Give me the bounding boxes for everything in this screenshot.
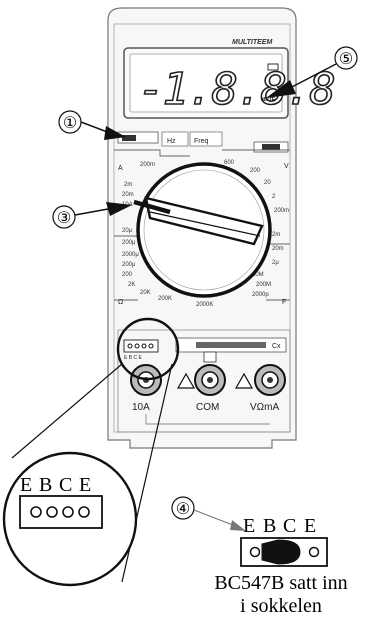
- dial-tick: 200m: [274, 208, 289, 214]
- terminal-label-10a: 10A: [132, 402, 150, 413]
- terminal-label-com: COM: [196, 402, 219, 413]
- transistor-letter: B: [263, 515, 276, 537]
- transistor-letter: E: [243, 515, 255, 537]
- dial-tick: 2000p: [252, 292, 269, 298]
- callout-number-1: ①: [63, 113, 77, 132]
- freq-label: Freq: [194, 138, 209, 145]
- zoom-letter: B: [39, 474, 52, 496]
- transistor-letter: E: [304, 515, 316, 537]
- terminal-com[interactable]: [195, 365, 225, 395]
- dial-tick: 200: [122, 272, 133, 278]
- dial-tick: 20K: [140, 290, 151, 296]
- dial-tick: 20μ: [122, 228, 133, 234]
- dial-tick: 200m: [140, 162, 155, 168]
- dial-tick: 600: [224, 160, 235, 166]
- transistor-caption-line2: i sokkelen: [186, 595, 376, 618]
- unit-letter-f: F: [282, 299, 286, 306]
- dial-tick: 20m: [122, 192, 134, 198]
- zoom-letter: E: [20, 474, 32, 496]
- unit-letter-a: A: [118, 165, 123, 172]
- dial-tick: 2000μ: [122, 252, 139, 258]
- hz-label: Hz: [167, 138, 176, 145]
- dial-tick: 20m: [272, 246, 284, 252]
- dial-tick: 2μ: [272, 260, 279, 266]
- dial-tick: 200M: [256, 282, 271, 288]
- dial-tick: 200μ: [122, 240, 136, 246]
- zoom-letter: E: [79, 474, 91, 496]
- transistor-figure: E B C E: [241, 515, 327, 566]
- terminal-v-ohm-ma[interactable]: [255, 365, 285, 395]
- dial-tick: 200μ: [122, 262, 136, 268]
- callout-4: ④: [172, 497, 246, 531]
- brand-label: MULTITEEM: [232, 39, 272, 46]
- dial-tick: 20: [264, 180, 271, 186]
- lcd-readout: -1.8.8.8: [138, 64, 334, 115]
- zoom-letter: C: [59, 474, 72, 496]
- terminal-label-v-ohm-ma: VΩmA: [250, 402, 279, 413]
- callout-number-3: ③: [57, 208, 71, 227]
- dial-tick: 2m: [124, 182, 132, 188]
- dial-tick: 2000K: [196, 302, 213, 308]
- transistor-letter: C: [283, 515, 296, 537]
- hfe-socket-labels: E B C E: [124, 355, 142, 361]
- unit-tag: MRTE: [261, 97, 276, 103]
- transistor-pin-letters: E B C E: [243, 515, 316, 537]
- battery-indicator: [268, 64, 278, 70]
- dial-tick: 2K: [128, 282, 135, 288]
- transistor-caption-line1: BC547B satt inn: [186, 572, 376, 595]
- dial-tick: 2m: [272, 232, 280, 238]
- callout-number-5: ⑤: [339, 49, 353, 68]
- dial-tick: 200K: [158, 296, 172, 302]
- unit-letter-v: V: [284, 163, 289, 170]
- cx-label: Cx: [272, 343, 281, 350]
- callout-number-4: ④: [176, 499, 190, 518]
- dial-tick: 200: [250, 168, 261, 174]
- unit-letter-ohm: Ω: [118, 299, 123, 306]
- zoomed-socket-view: E B C E: [4, 453, 136, 585]
- transistor-bc547b: [262, 540, 300, 564]
- lcd-display: -1.8.8.8 MRTE: [124, 48, 334, 118]
